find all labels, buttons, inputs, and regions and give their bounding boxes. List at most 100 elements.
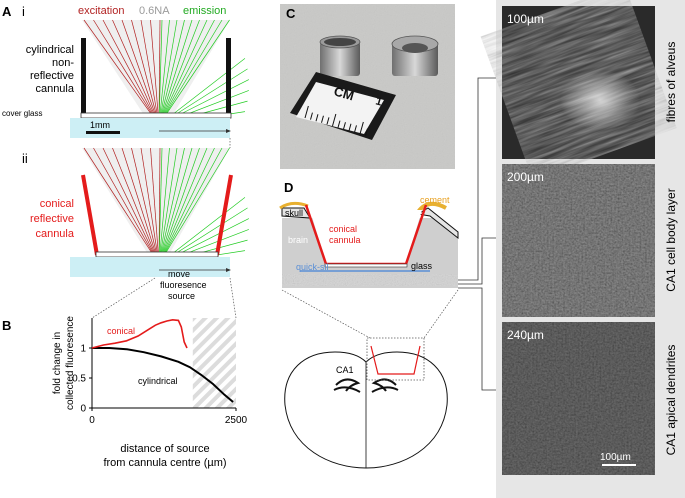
excitation-ray [83, 19, 160, 126]
header-na: 0.6NA [139, 5, 170, 17]
y-tick-label: 0.5 [72, 374, 86, 385]
excitation-ray [83, 147, 160, 265]
emission-ray [158, 147, 170, 265]
cylindrical-cannula [320, 42, 360, 76]
ruler-tick [310, 112, 313, 120]
header-emission: emission [183, 5, 226, 17]
panel-c-letter: C [286, 6, 296, 21]
ruler-tick [304, 105, 309, 119]
emission-ray [158, 147, 200, 265]
hippocampus-right [371, 378, 399, 393]
na-cone-ii [82, 148, 230, 272]
y-tick-label: 1 [80, 344, 86, 355]
label-quick-sil: quick-sil [296, 262, 329, 272]
panel-a-letter: A [2, 4, 12, 19]
tissue-ii [70, 257, 230, 277]
ruler-tick [315, 114, 319, 122]
excitation-ray [150, 19, 160, 126]
panel-a: A i excitation 0.6NA emission 1mm cover … [2, 4, 249, 319]
emission-ray [158, 147, 208, 265]
panel-a-sub-ii: ii [22, 151, 28, 166]
ruler-tick [365, 128, 368, 136]
label-cylindrical-3: reflective [30, 70, 74, 82]
ruler-tick [332, 113, 337, 127]
panel-a-sub-i: i [22, 4, 25, 19]
move-label-1: move [168, 269, 190, 279]
tissue-cells [282, 274, 458, 286]
label-conical-2: reflective [30, 213, 74, 225]
microscopy-column: 100µm fibres of alveus 200µm CA1 cell bo… [480, 0, 685, 498]
image-3-label: CA1 apical dendrites [664, 345, 678, 456]
diagram-cylindrical: 1mm cover glass cylindrical non- reflect… [2, 19, 249, 138]
emission-ray [158, 19, 223, 126]
excitation-ray [121, 19, 160, 126]
label-brain: brain [288, 235, 308, 245]
glass-window [324, 263, 408, 268]
emission-ray [158, 19, 193, 126]
emission-ray [158, 19, 208, 126]
image-ca1-dendrites: 240µm 100µm CA1 apical dendrites [502, 322, 678, 475]
emission-ray [158, 19, 170, 126]
y-label-2: collected fluoresence [65, 316, 76, 410]
excitation-ray [112, 19, 160, 126]
excitation-ray [150, 147, 160, 265]
ruler-tick [326, 117, 330, 125]
cannula-position [370, 345, 421, 375]
image-alveus: 100µm fibres of alveus [480, 0, 678, 181]
panel-c-photo: C CM 1 [280, 4, 455, 169]
excitation-ray [121, 147, 160, 265]
image-1-depth: 100µm [507, 12, 544, 26]
ruler-tick [337, 120, 341, 128]
excitation-ray [102, 19, 160, 126]
excitation-ray [131, 147, 160, 265]
diagram-conical: conical reflective cannula move fluorese… [30, 147, 249, 301]
move-label-2: fluoresence [160, 280, 207, 290]
label-conical-cannula-1: conical [329, 224, 357, 234]
emission-ray [158, 147, 193, 265]
cannula-wall-left-ii [81, 174, 99, 256]
scale-bar-1mm [86, 131, 120, 134]
x-label-2: from cannula centre (µm) [103, 457, 226, 469]
panel-d-diagram: D cement skull brain conical cannula gla… [279, 77, 502, 469]
legend-conical: conical [107, 326, 135, 336]
image-ca1-cell-body: 200µm CA1 cell body layer [502, 164, 678, 317]
panel-b-letter: B [2, 318, 11, 333]
excitation-ray [93, 19, 160, 126]
x-tick-label: 0 [89, 415, 95, 426]
label-skull: skull [285, 208, 303, 218]
emission-ray [158, 147, 178, 265]
emission-ray [158, 147, 185, 265]
ruler-tick [354, 125, 357, 133]
panel-d-letter: D [284, 180, 293, 195]
label-cement: cement [420, 195, 450, 205]
label-cylindrical-2: non- [52, 57, 74, 69]
scale-1mm-label: 1mm [90, 120, 110, 130]
emission-ray [158, 19, 178, 126]
ruler-tick [343, 122, 346, 130]
label-glass: glass [411, 261, 433, 271]
y-tick-label: 0 [80, 404, 86, 415]
y-label-1: fold change in [52, 332, 63, 394]
label-conical-3: cannula [35, 228, 74, 240]
scale-bar-label: 100µm [600, 452, 631, 463]
excitation-ray [140, 147, 160, 265]
cover-glass-i [80, 112, 232, 119]
ruler-tick [348, 123, 352, 131]
zoom-box [366, 337, 425, 381]
hippocampus-left [333, 378, 361, 393]
excitation-ray [112, 147, 160, 265]
emission-ray [158, 19, 215, 126]
legend-cylindrical: cylindrical [138, 376, 178, 386]
move-label-3: source [168, 291, 195, 301]
cement-right [416, 201, 447, 214]
cannula-wall-right-ii [215, 174, 233, 256]
excitation-ray [93, 147, 160, 265]
label-conical-1: conical [40, 198, 74, 210]
emission-ray [158, 19, 230, 126]
label-cylindrical-4: cannula [35, 83, 74, 95]
excitation-ray [140, 19, 160, 126]
emission-ray [158, 19, 185, 126]
ruler-1-label: 1 [374, 95, 383, 108]
emission-ray [158, 19, 200, 126]
